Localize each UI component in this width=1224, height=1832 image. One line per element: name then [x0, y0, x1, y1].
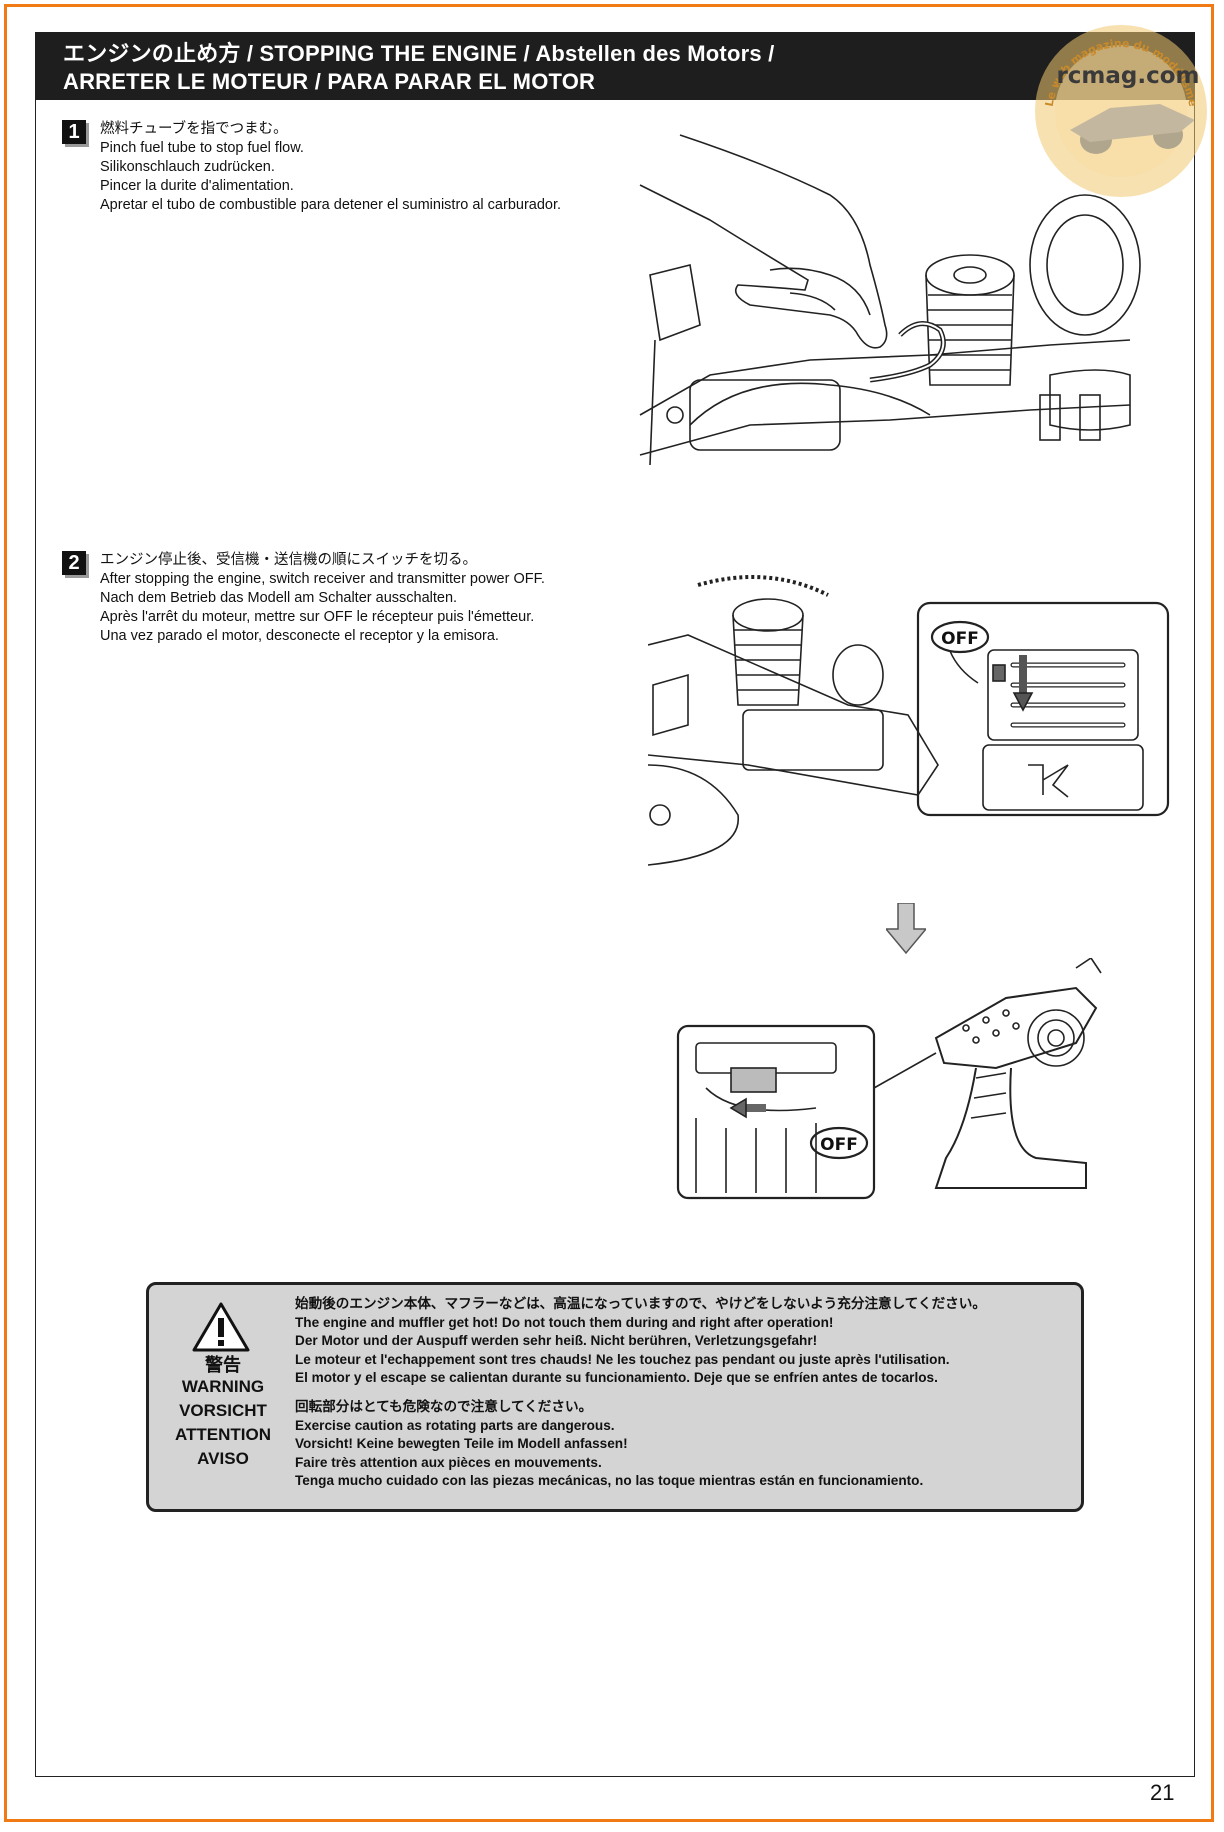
warning-rotating-line: Exercise caution as rotating parts are d… — [295, 1417, 615, 1433]
step-2-number: 2 — [62, 551, 86, 575]
step-1-line: Silikonschlauch zudrücken. — [100, 159, 275, 175]
warning-rotating-line: 回転部分はとても危険なので注意してください。 — [295, 1398, 593, 1414]
warning-hot-line: 始動後のエンジン本体、マフラーなどは、高温になっていますので、やけどをしないよう… — [295, 1296, 986, 1311]
warning-label-de: VORSICHT — [179, 1401, 267, 1420]
warning-label-en: WARNING — [181, 1377, 265, 1396]
warning-text: 始動後のエンジン本体、マフラーなどは、高温になっていますので、やけどをしないよう… — [295, 1295, 986, 1491]
watermark-brand: rcmag.com — [1056, 63, 1199, 89]
step-1-line: 燃料チューブを指でつまむ。 — [100, 121, 288, 137]
warning-hot-line: El motor y el escape se calientan durant… — [295, 1370, 938, 1386]
step-2-line: Nach dem Betrieb das Modell am Schalter … — [100, 590, 458, 606]
down-arrow-icon — [886, 903, 926, 955]
warning-hot-line: The engine and muffler get hot! Do not t… — [295, 1314, 834, 1330]
transmitter-switch-illustration: OFF — [676, 958, 1102, 1200]
pinch-fuel-tube-illustration — [639, 134, 1141, 466]
warning-hot-line: Le moteur et l'echappement sont tres cha… — [295, 1351, 950, 1367]
buggy-icon — [1070, 104, 1195, 154]
warning-label-es: AVISO — [197, 1449, 249, 1468]
step-2-line: エンジン停止後、受信機・送信機の順にスイッチを切る。 — [100, 552, 477, 568]
step-2-line: After stopping the engine, switch receiv… — [100, 571, 545, 587]
warning-panel: 警告 WARNING VORSICHT ATTENTION AVISO 始動後の… — [146, 1282, 1084, 1512]
receiver-off-label: OFF — [941, 629, 979, 649]
step-1-line: Pinch fuel tube to stop fuel flow. — [100, 140, 304, 156]
step-1-instructions: 燃料チューブを指でつまむ。 Pinch fuel tube to stop fu… — [100, 120, 561, 215]
page-number: 21 — [1150, 1780, 1175, 1805]
warning-triangle-icon — [192, 1302, 250, 1352]
step-1-number: 1 — [62, 120, 86, 144]
warning-label-fr: ATTENTION — [174, 1425, 271, 1444]
section-title-line-2: ARRETER LE MOTEUR / PARA PARAR EL MOTOR — [63, 69, 596, 94]
step-2-line: Après l'arrêt du moteur, mettre sur OFF … — [100, 609, 535, 625]
rcmag-watermark-logo: Le web magazine du modélisme rcmag.com — [1035, 25, 1207, 197]
warning-rotating-line: Faire très attention aux pièces en mouve… — [295, 1454, 602, 1470]
warning-hot-line: Der Motor und der Auspuff werden sehr he… — [295, 1333, 818, 1349]
warning-label-jp: 警告 — [205, 1355, 241, 1375]
page-border — [4, 4, 1214, 1822]
warning-rotating-line: Tenga mucho cuidado con las piezas mecán… — [295, 1473, 924, 1489]
section-title-line-1: エンジンの止め方 / STOPPING THE ENGINE / Abstell… — [63, 41, 775, 66]
receiver-switch-illustration: OFF — [648, 575, 1170, 866]
step-1-line: Apretar el tubo de combustible para dete… — [100, 197, 562, 213]
transmitter-off-label: OFF — [820, 1135, 858, 1155]
warning-rotating-line: Vorsicht! Keine bewegten Teile im Modell… — [295, 1436, 628, 1452]
step-2-line: Una vez parado el motor, desconecte el r… — [100, 628, 499, 644]
step-2-instructions: エンジン停止後、受信機・送信機の順にスイッチを切る。 After stoppin… — [100, 551, 545, 646]
section-title-bar: エンジンの止め方 / STOPPING THE ENGINE / Abstell… — [35, 32, 1195, 100]
step-1-line: Pincer la durite d'alimentation. — [100, 178, 294, 194]
